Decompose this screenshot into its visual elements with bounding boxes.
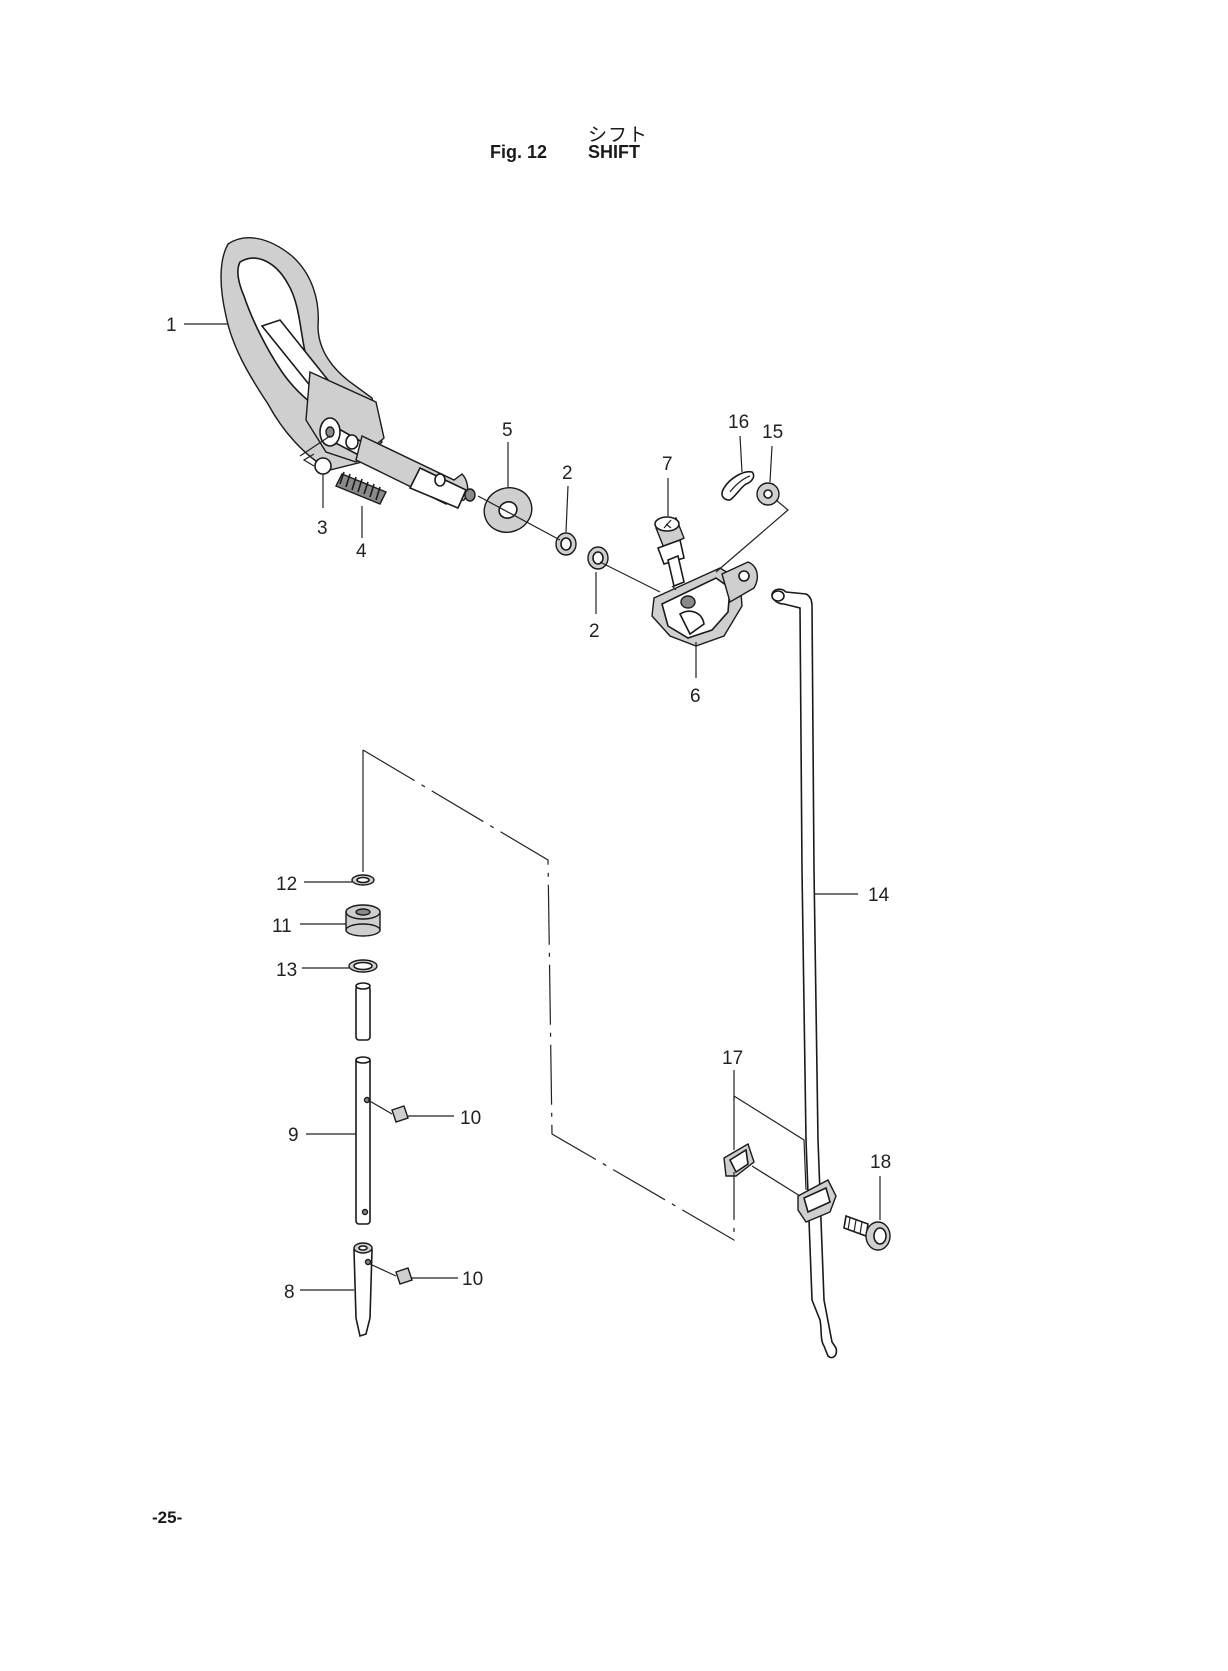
part-10-pin-upper bbox=[391, 1105, 409, 1123]
callout-12: 12 bbox=[276, 874, 297, 895]
callout-16: 16 bbox=[728, 412, 749, 433]
part-6-shift-bracket bbox=[651, 561, 759, 647]
callout-10a: 10 bbox=[460, 1108, 481, 1129]
part-2-o-ring-a bbox=[555, 532, 577, 556]
callout-18: 18 bbox=[870, 1152, 891, 1173]
callout-13: 13 bbox=[276, 960, 297, 981]
part-3-ball bbox=[314, 457, 332, 475]
callout-9: 9 bbox=[288, 1125, 299, 1146]
part-16-clip bbox=[721, 470, 755, 501]
callout-14: 14 bbox=[868, 885, 890, 906]
part-10-pin-lower bbox=[395, 1267, 413, 1285]
callout-3: 3 bbox=[317, 518, 328, 539]
part-7-bolt bbox=[654, 516, 685, 588]
part-14-shift-rod bbox=[771, 588, 838, 1359]
callout-2b: 2 bbox=[589, 621, 600, 642]
callout-7: 7 bbox=[662, 454, 673, 475]
part-12-o-ring bbox=[351, 874, 375, 886]
part-9-shift-shaft bbox=[355, 1056, 371, 1225]
callout-8: 8 bbox=[284, 1282, 295, 1303]
shift-rod-upper-section bbox=[355, 982, 371, 1041]
callout-5: 5 bbox=[502, 420, 513, 441]
callout-10b: 10 bbox=[462, 1269, 483, 1290]
part-8-lower-shaft bbox=[353, 1242, 373, 1338]
callout-6: 6 bbox=[690, 686, 701, 707]
callout-2a: 2 bbox=[562, 463, 573, 484]
callout-leaders bbox=[184, 323, 881, 1291]
part-15-washer bbox=[756, 482, 780, 506]
assembly-lines bbox=[299, 435, 807, 1277]
part-1-shift-handle bbox=[220, 237, 476, 510]
part-4-spring bbox=[335, 471, 387, 505]
part-17-clamp bbox=[723, 1142, 837, 1223]
part-13-o-ring bbox=[348, 959, 378, 973]
part-18-bolt bbox=[843, 1214, 891, 1251]
figure-title-japanese: シフト bbox=[588, 125, 649, 146]
callout-4: 4 bbox=[356, 541, 367, 562]
callout-17: 17 bbox=[722, 1048, 743, 1069]
callout-15: 15 bbox=[762, 422, 783, 443]
page-number: -25- bbox=[152, 1508, 183, 1527]
figure-title-english: SHIFT bbox=[588, 142, 640, 162]
part-11-grommet bbox=[345, 904, 381, 937]
part-5-washer bbox=[483, 487, 533, 533]
figure-number: Fig. 12 bbox=[490, 142, 548, 162]
callout-1: 1 bbox=[166, 315, 177, 336]
callout-11: 11 bbox=[272, 916, 292, 937]
part-2-o-ring-b bbox=[587, 546, 609, 570]
callout-labels: 1 2 2 3 4 5 6 7 8 9 10 10 11 12 13 14 15… bbox=[166, 315, 891, 1303]
